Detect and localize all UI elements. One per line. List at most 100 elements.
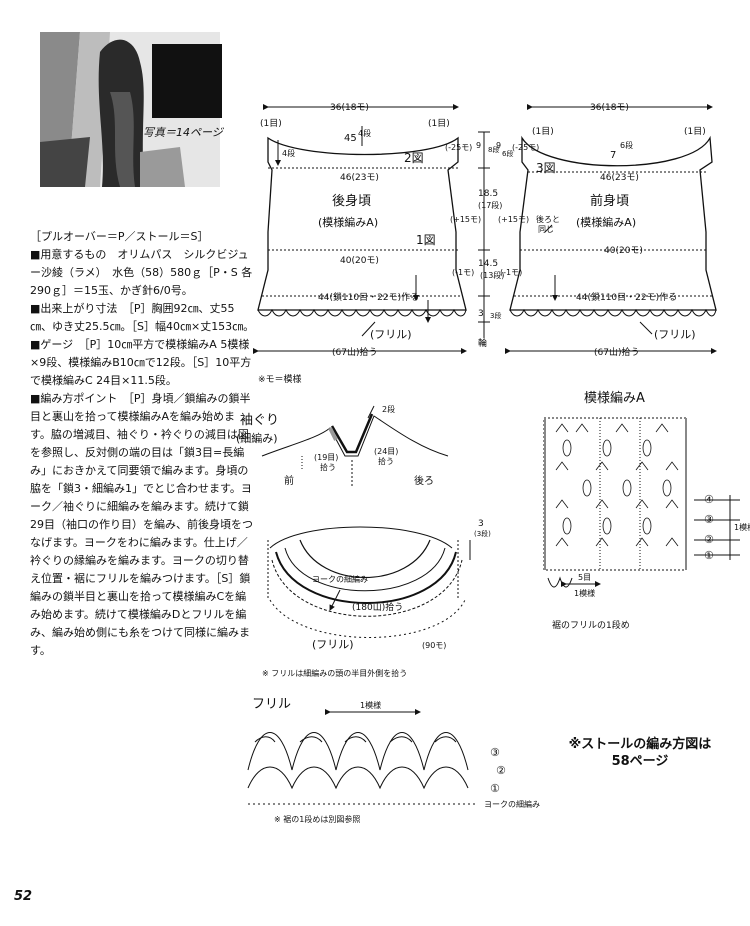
back-corner-r: (1目) [428, 118, 450, 129]
front-hem: (67山)拾う [594, 346, 639, 358]
instructions-heading: ［プルオーバー＝P／ストール＝S］ [30, 230, 209, 243]
armhole-line [261, 415, 449, 457]
back-lower-width: 40(20モ) [340, 256, 379, 266]
dim-d5-rows: 3段 [490, 311, 501, 320]
dim-d4: 14.5 [478, 259, 498, 269]
armhole-pick-r: (24目) [374, 447, 398, 456]
armhole-rows: 2段 [382, 404, 395, 414]
back-hem: (67山)拾う [332, 346, 377, 358]
pattern-a-repeat: 1模様 [734, 522, 750, 532]
back-mid-width: 46(23モ) [340, 173, 379, 183]
frill-title: フリル [252, 697, 291, 712]
back-title: 後身頃 [332, 193, 371, 209]
armhole-sub: (細編み) [236, 431, 278, 445]
armhole-pick-l2: 拾う [320, 462, 336, 472]
back-frill-label: (フリル) [370, 328, 412, 341]
yoke-inner [269, 526, 453, 549]
back-bottom: 44(鎖110目・22モ)作る [318, 291, 419, 303]
front-lower-width: 40(20モ) [604, 246, 643, 256]
pattern-a-five: 5目 [578, 573, 591, 582]
pattern-a-r3: ③ [704, 513, 714, 526]
dim-dec-right: (-1モ) [500, 268, 522, 277]
dim-d3-rows: (17段) [478, 200, 502, 210]
yoke-label: ヨークの細編み [312, 574, 368, 584]
yoke-pick: (180山)拾う [352, 601, 403, 613]
yoke-rows: 3 [478, 519, 484, 529]
dim-d3: 18.5 [478, 189, 498, 199]
back-top-width: 36(18モ) [330, 103, 369, 113]
dim-top-right: (-25モ) [512, 143, 539, 152]
armhole-pick-r2: 拾う [378, 456, 394, 466]
yoke-rows2: (3段) [474, 529, 491, 538]
legend-mo: ※モ＝模様 [258, 373, 302, 385]
frill-r2: ② [496, 764, 506, 777]
front-fig: 3図 [536, 161, 556, 175]
pattern-a-r4: ④ [704, 493, 714, 506]
pattern-a-stitches [555, 423, 679, 547]
back-corner-l: (1目) [260, 118, 282, 129]
front-neck-rows: 6段 [620, 140, 633, 150]
page-number: 52 [14, 889, 33, 904]
front-same2: 同じ [538, 225, 554, 234]
knitting-points: ■編み方ポイント ［P］身頃／鎖編みの鎖半目と裏山を拾って模様編みAを編み始めま… [30, 392, 253, 657]
front-neck: 7 [610, 150, 616, 161]
pattern-a-title: 模様編みA [584, 390, 645, 406]
frill-note: ※ 裾の1段めは別図参照 [274, 814, 360, 824]
photo-label-box [152, 44, 222, 118]
dim-d1-rows: 8段 [488, 145, 499, 154]
back-body-outline [257, 136, 467, 311]
stole-note-line2: 58ページ [611, 754, 669, 769]
back-fig: 2図 [404, 151, 424, 165]
materials: ■用意するもの オリムパス シルクビジュー沙綾（ラメ） 水色（58）580ｇ［P… [30, 248, 253, 297]
armhole-title: 袖ぐり [240, 413, 279, 428]
dim-inc-left: (+15モ) [450, 215, 481, 224]
pattern-a-r1: ① [704, 549, 714, 562]
frill-r1: ① [490, 782, 500, 795]
frill-yoke: ヨークの細編み [484, 799, 540, 809]
frill-repeat: 1模様 [360, 700, 381, 710]
dim-d2: 9 [496, 141, 501, 150]
frill-arc-1 [247, 732, 469, 771]
dim-d1: 9 [476, 141, 481, 150]
front-frill [509, 308, 717, 317]
stole-note-line1: ※ストールの編み方図は [568, 737, 712, 752]
back-neck: 45 [344, 133, 357, 144]
armhole-pick-l: (19目) [314, 453, 338, 462]
dim-top-left: (-25モ) [445, 143, 472, 152]
yoke-note: ※ フリルは細編みの頭の半目外側を拾う [262, 668, 407, 678]
yoke-count: (90モ) [422, 641, 446, 650]
stole-note: ※ストールの編み方図は 58ページ [560, 736, 720, 770]
front-corner-r: (1目) [684, 126, 706, 137]
dim-inc-right: (+15モ) [498, 215, 529, 224]
back-side-rows: 4段 [282, 148, 295, 158]
dim-dec-left: (-1モ) [452, 268, 474, 277]
front-corner-l: (1目) [532, 126, 554, 137]
frill-arc-2 [247, 766, 469, 790]
armhole-back: 後ろ [414, 474, 434, 487]
dim-d2-rows: 6段 [502, 149, 513, 158]
front-title: 前身頃 [590, 193, 629, 209]
front-pattern: (模様編みA) [576, 215, 636, 229]
photo-caption: 写真＝14ページ [143, 126, 223, 139]
pattern-a-r2: ② [704, 533, 714, 546]
front-top-width: 36(18モ) [590, 103, 629, 113]
armhole-front: 前 [284, 474, 294, 487]
back-frill [257, 308, 467, 317]
back-neck-rows: 4段 [358, 128, 371, 138]
pattern-a-hem-note: 裾のフリルの1段め [552, 619, 630, 631]
instructions: ［プルオーバー＝P／ストール＝S］ ■用意するもの オリムパス シルクビジュー沙… [30, 228, 255, 660]
yoke-frill: (フリル) [312, 638, 354, 651]
dim-d5: 3 [478, 309, 484, 319]
front-mid-width: 46(23モ) [600, 173, 639, 183]
front-bottom: 44(鎖110目・22モ)作る [576, 291, 677, 303]
front-frill-label: (フリル) [654, 328, 696, 341]
finished-size: ■出来上がり寸法 ［P］胸囲92㎝、丈55㎝、ゆき丈25.5㎝。［S］幅40㎝×… [30, 302, 255, 333]
dim-ring: 輪 [478, 337, 487, 349]
frill-r3: ③ [490, 746, 500, 759]
gauge: ■ゲージ ［P］10㎝平方で模様編みA 5模様×9段、模様編みB10㎝で12段。… [30, 338, 252, 387]
pattern-a-five2: 1模様 [574, 588, 595, 598]
back-pattern: (模様編みA) [318, 215, 378, 229]
front-same1: 後ろと [536, 214, 560, 224]
dim-d4-rows: (13段) [480, 270, 504, 280]
